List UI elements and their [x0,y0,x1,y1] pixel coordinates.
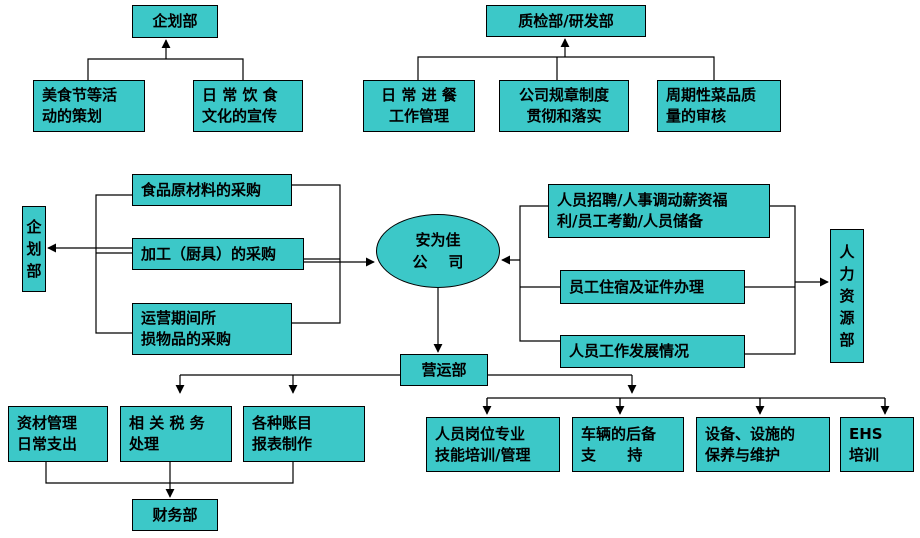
node-fin-assets: 资材管理 日常支出 [8,406,108,462]
node-fin-reports: 各种账目 报表制作 [243,406,365,462]
connector-finance [45,462,294,484]
node-fin-tax: 相 关 税 务 处理 [120,406,232,462]
node-purchase-consumables: 运营期间所 损物品的采购 [132,303,292,355]
connector-top-planning [87,58,244,80]
node-ops-ehs: EHS 培训 [840,417,914,472]
node-hr-dept: 人 力 资 源 部 [830,229,864,363]
node-top-planning: 企划部 [132,5,218,38]
node-hr-recruit: 人员招聘/人事调动薪资福 利/员工考勤/人员储备 [548,184,770,238]
node-purchase-tools: 加工（厨具）的采购 [132,238,304,270]
node-operations: 营运部 [400,354,488,386]
node-ops-equipment: 设备、设施的 保养与维护 [696,417,830,472]
node-ops-vehicles: 车辆的后备 支 持 [572,417,684,472]
connector-purchasing-left [95,194,132,334]
node-left-planning: 企 划 部 [22,206,46,292]
connector-hr-left [519,205,560,342]
connector-ops-bottom [486,397,886,412]
connector-qa-rd [417,56,715,80]
node-hr-development: 人员工作发展情况 [560,335,745,368]
node-daily-dining: 日 常 进 餐 工作管理 [363,80,475,132]
node-rules: 公司规章制度 贯彻和落实 [499,80,629,132]
node-menu-quality: 周期性菜品质 量的审核 [657,80,781,132]
node-food-planning: 美食节等活 动的策划 [33,80,145,132]
node-finance: 财务部 [132,499,218,531]
node-ops-training: 人员岗位专业 技能培训/管理 [426,417,560,472]
connector-hr-right [745,205,796,355]
node-food-culture: 日 常 饮 食 文化的宣传 [193,80,303,132]
node-qa-rd: 质检部/研发部 [486,5,646,37]
connector-purchasing-right [292,184,341,324]
node-company: 安为佳 公 司 [376,214,500,288]
node-purchase-food: 食品原材料的采购 [132,174,292,206]
node-hr-housing: 员工住宿及证件办理 [560,270,745,304]
